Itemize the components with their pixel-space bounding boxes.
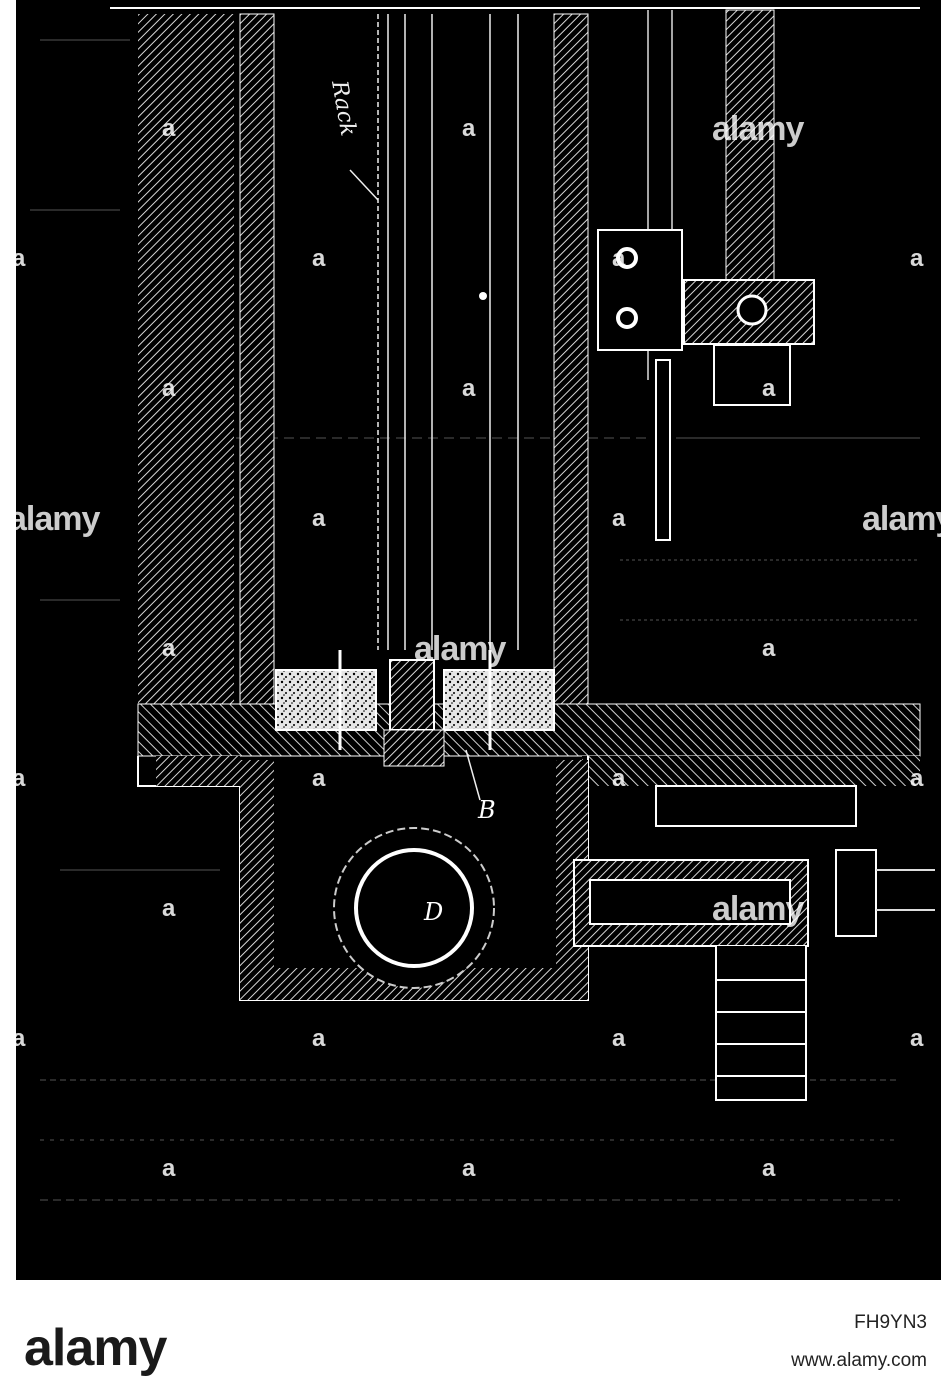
housing-top-ledge xyxy=(156,756,240,786)
watermark-alamy: alamy xyxy=(414,630,506,668)
rack-leader xyxy=(349,169,379,201)
watermark-alamy: alamy xyxy=(8,500,100,538)
watermark-a: a xyxy=(612,245,626,272)
watermark-a: a xyxy=(612,505,626,532)
bottom-strip xyxy=(0,1280,941,1300)
stock-footer: alamy FH9YN3 www.alamy.com xyxy=(0,1300,941,1390)
watermark-a: a xyxy=(162,375,176,402)
inner-wall-left xyxy=(239,13,275,705)
image-id: FH9YN3 xyxy=(854,1312,927,1333)
watermark-a: a xyxy=(312,505,326,532)
watermark-a: a xyxy=(462,1155,476,1182)
watermark-a: a xyxy=(162,895,176,922)
watermark-a: a xyxy=(462,115,476,142)
watermark-a: a xyxy=(12,1025,26,1052)
clevis-stem xyxy=(713,344,791,406)
watermark-a: a xyxy=(162,635,176,662)
watermark-a: a xyxy=(762,635,776,662)
small-dot xyxy=(479,292,487,300)
bolt-hole-2 xyxy=(616,307,638,329)
watermark-a: a xyxy=(762,375,776,402)
outer-wall-left xyxy=(138,14,234,704)
watermark-layer: alamy alamy alamy alamy alamy xyxy=(8,110,941,928)
site-url: www.alamy.com xyxy=(791,1350,927,1371)
housing-wall-left xyxy=(240,760,274,1000)
left-border xyxy=(0,0,16,1300)
watermark-a: a xyxy=(12,765,26,792)
watermark-a: a xyxy=(612,765,626,792)
watermark-a: a xyxy=(612,1025,626,1052)
watermark-a: a xyxy=(462,375,476,402)
brand-logo: alamy xyxy=(24,1319,167,1377)
b-leader xyxy=(465,749,481,801)
watermark-a: a xyxy=(312,245,326,272)
packing-right xyxy=(443,669,555,731)
watermark-a: a xyxy=(162,1155,176,1182)
technical-drawing: Rack D B alamy alamy xyxy=(0,0,941,1300)
center-screw xyxy=(389,659,435,731)
watermark-a: a xyxy=(910,245,924,272)
b-label: B xyxy=(477,796,496,824)
hose-nipple xyxy=(715,946,807,1101)
thin-rod xyxy=(655,359,671,541)
clevis-pin xyxy=(736,294,768,326)
watermark-alamy: alamy xyxy=(712,110,804,148)
valve-cap xyxy=(835,849,877,937)
watermark-a: a xyxy=(312,1025,326,1052)
chamber-inner xyxy=(354,848,474,968)
packing-left xyxy=(275,669,377,731)
plunger-lines xyxy=(377,14,519,650)
valve-nut xyxy=(655,785,857,827)
watermark-initials: a a a a a a a a a a a a a a a a a a a a … xyxy=(12,115,924,1182)
valve-bore xyxy=(589,879,791,925)
watermark-a: a xyxy=(910,765,924,792)
watermark-a: a xyxy=(162,115,176,142)
watermark-a: a xyxy=(762,1155,776,1182)
rod-right xyxy=(725,9,775,331)
base-plate-lower xyxy=(582,756,920,786)
bracket-plate xyxy=(597,229,683,351)
watermark-alamy: alamy xyxy=(862,500,941,538)
gland-nut xyxy=(383,729,445,767)
bolt-hole-1 xyxy=(616,247,638,269)
inner-wall-right xyxy=(553,13,589,705)
watermark-a: a xyxy=(312,765,326,792)
d-label: D xyxy=(423,898,443,926)
watermark-a: a xyxy=(910,1025,924,1052)
watermark-a: a xyxy=(12,245,26,272)
watermark-alamy: alamy xyxy=(712,890,804,928)
